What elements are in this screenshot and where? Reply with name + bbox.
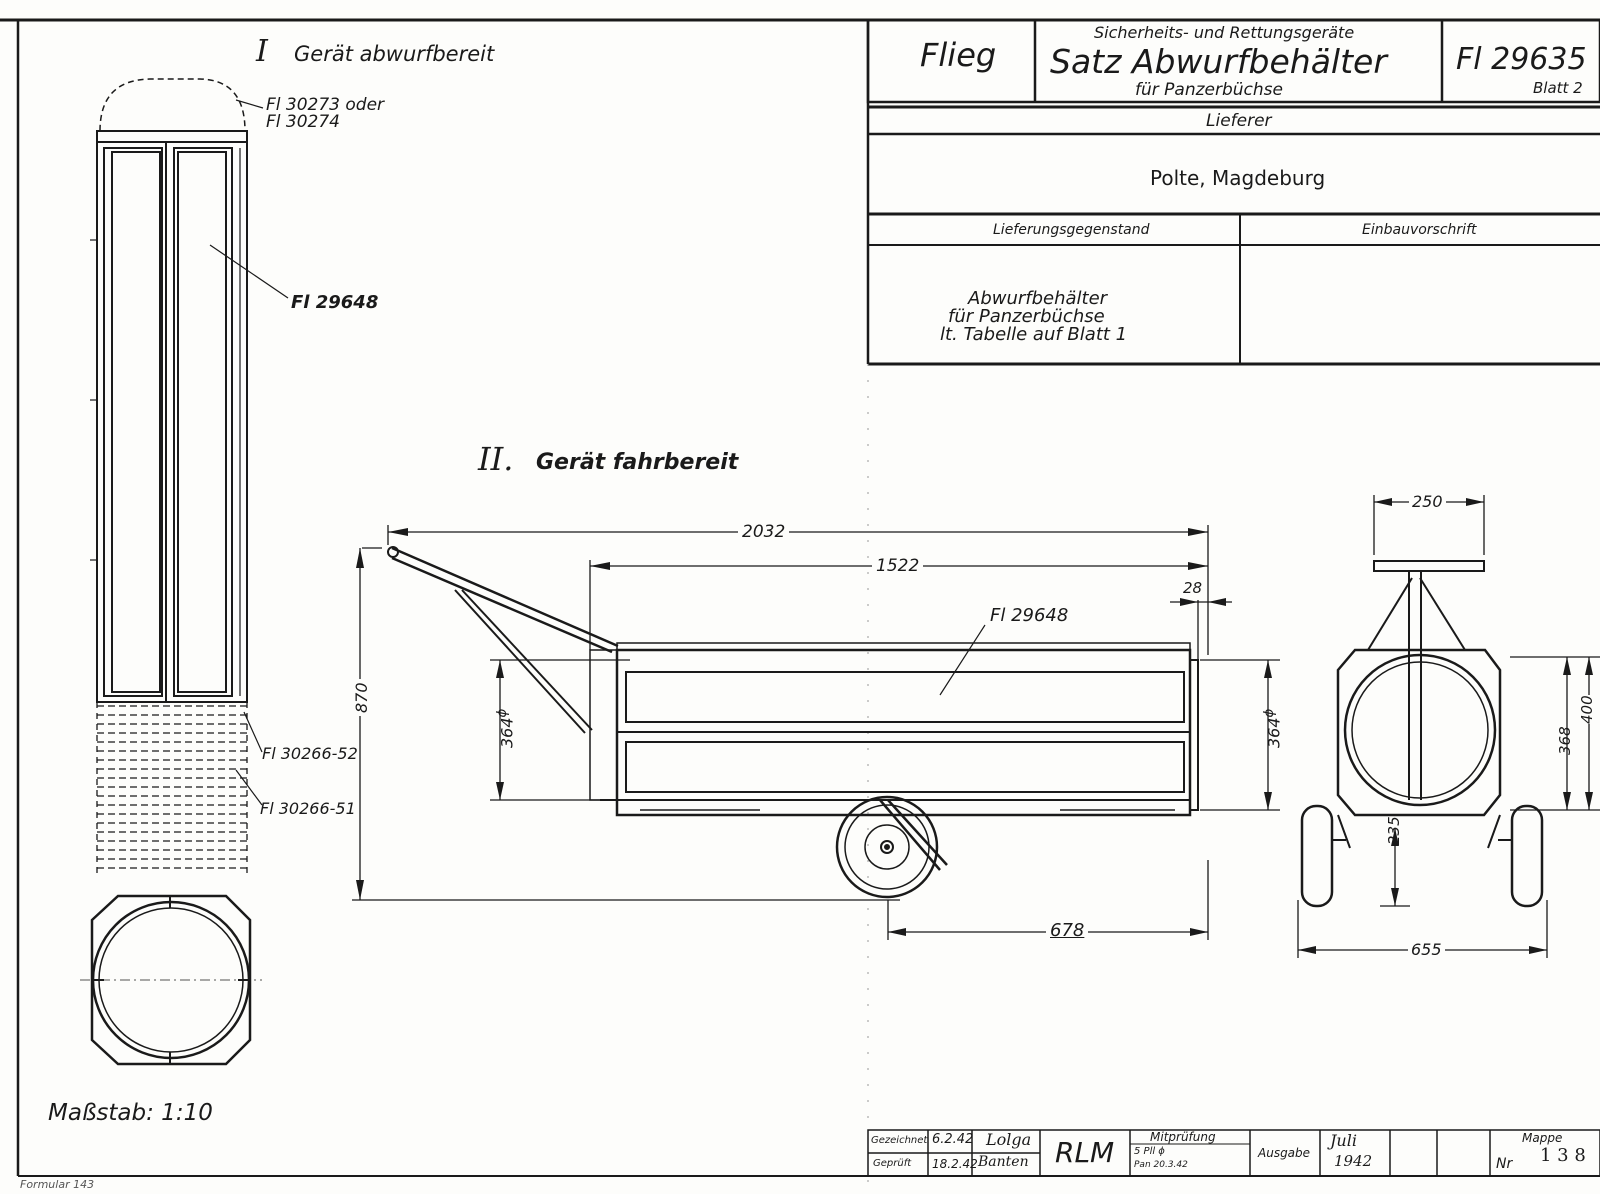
office-label: Flieg bbox=[920, 36, 997, 74]
item-column-label: Lieferungsgegenstand bbox=[993, 222, 1150, 238]
item-line-1: Abwurfbehälter bbox=[968, 288, 1108, 309]
dim-top-width: 250 bbox=[1409, 492, 1446, 511]
checked-signature: Banten bbox=[978, 1154, 1029, 1170]
drawing-title: Satz Abwurfbehälter bbox=[1050, 42, 1387, 81]
view1-title: Gerät abwurfbereit bbox=[294, 42, 495, 66]
view1-label-bellows-2: Fl 30266-51 bbox=[260, 799, 356, 818]
supplier-name: Polte, Magdeburg bbox=[1150, 166, 1326, 190]
coop-line-1: 5 Pll ϕ bbox=[1134, 1146, 1165, 1157]
drawing-number: Fl 29635 bbox=[1456, 42, 1587, 77]
view2-part-label: Fl 29648 bbox=[990, 605, 1069, 626]
dim-outer-height: 400 bbox=[1578, 695, 1596, 724]
checked-date: 18.2.42 bbox=[932, 1157, 978, 1171]
item-line-2: für Panzerbüchse bbox=[948, 306, 1105, 327]
diameter-symbol-right: ϕ bbox=[1262, 708, 1277, 718]
dim-body-length: 1522 bbox=[872, 556, 924, 576]
folder-number: 1 3 8 bbox=[1540, 1145, 1586, 1166]
rlm-label: RLM bbox=[1055, 1136, 1115, 1169]
folder-label: Mappe bbox=[1522, 1131, 1563, 1145]
dim-wheel-position: 678 bbox=[1046, 920, 1089, 941]
install-column-label: Einbauvorschrift bbox=[1362, 222, 1477, 238]
coop-line-2: Pan 20.3.42 bbox=[1134, 1160, 1188, 1170]
form-number: Formular 143 bbox=[20, 1178, 95, 1191]
drawn-signature: Lolga bbox=[986, 1130, 1032, 1149]
dim-diameter-right-value: 364 bbox=[1264, 717, 1284, 748]
dim-diameter-right: 364ϕ bbox=[1262, 709, 1283, 748]
issue-label: Ausgabe bbox=[1258, 1146, 1311, 1160]
view1-label-bellows-1: Fl 30266-52 bbox=[262, 744, 358, 763]
issue-year: 1942 bbox=[1334, 1152, 1373, 1170]
dim-overall-length: 2032 bbox=[738, 522, 790, 542]
folder-prefix: Nr bbox=[1496, 1156, 1513, 1172]
dim-inner-height: 368 bbox=[1556, 726, 1574, 755]
supplier-label: Lieferer bbox=[1206, 111, 1272, 131]
view1-label-container: Fl 29648 bbox=[291, 292, 379, 313]
category-label: Sicherheits- und Rettungsgeräte bbox=[1094, 23, 1355, 42]
checked-label: Geprüft bbox=[873, 1158, 912, 1169]
item-line-3: lt. Tabelle auf Blatt 1 bbox=[940, 324, 1128, 345]
view1-label-cap1: Fl 30273 oder bbox=[266, 95, 385, 115]
drawing-subtitle: für Panzerbüchse bbox=[1135, 80, 1283, 100]
drawn-label: Gezeichnet bbox=[871, 1135, 928, 1146]
view2-title: Gerät fahrbereit bbox=[536, 450, 739, 475]
dim-track-width: 655 bbox=[1408, 940, 1445, 959]
dim-diameter-left-value: 364 bbox=[497, 717, 517, 748]
issue-month: Juli bbox=[1330, 1131, 1357, 1150]
drawn-date: 6.2.42 bbox=[932, 1132, 974, 1147]
view1-label-cap2: Fl 30274 bbox=[266, 112, 340, 132]
scale-label: Maßstab: 1:10 bbox=[48, 1100, 213, 1126]
dim-offset: 28 bbox=[1183, 579, 1203, 597]
dim-axle-height: 235 bbox=[1385, 816, 1403, 845]
view2-numeral: II. bbox=[478, 440, 514, 478]
dim-diameter-left: 364ϕ bbox=[495, 709, 516, 748]
coop-label: Mitprüfung bbox=[1150, 1130, 1216, 1144]
view1-numeral: I bbox=[256, 34, 268, 69]
diameter-symbol-left: ϕ bbox=[495, 708, 510, 718]
sheet-number: Blatt 2 bbox=[1533, 79, 1583, 97]
dim-height: 870 bbox=[352, 679, 371, 716]
